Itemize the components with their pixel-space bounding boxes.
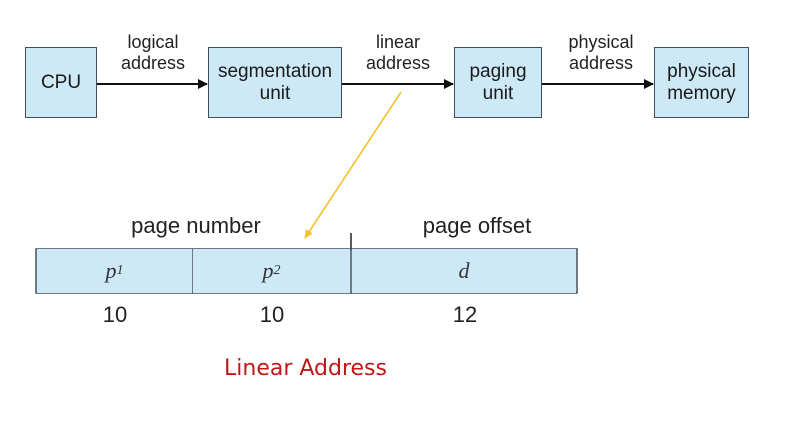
logical-address-line-1: logical xyxy=(127,32,179,52)
d-bit-width: 12 xyxy=(452,302,478,327)
segmentation-unit-box: segmentation unit xyxy=(208,47,342,118)
paging-unit-line-2: unit xyxy=(482,82,514,104)
p2-bit-width: 10 xyxy=(259,302,285,327)
page-number-header: page number xyxy=(131,213,261,238)
linear-address-line-1: linear xyxy=(375,32,421,52)
p2-subscript: 2 xyxy=(273,263,281,278)
physical-memory-box: physical memory xyxy=(654,47,749,118)
linear-address-label: linear address xyxy=(352,32,444,74)
p2-symbol: p xyxy=(262,258,274,283)
physical-address-line-1: physical xyxy=(568,32,634,52)
linear-address-caption: Linear Address xyxy=(224,356,387,381)
p1-subscript: 1 xyxy=(116,263,124,278)
logical-address-label: logical address xyxy=(108,32,198,74)
segmentation-unit-line-1: segmentation xyxy=(217,60,333,82)
segmentation-unit-label: segmentation unit xyxy=(218,61,332,105)
physical-address-line-2: address xyxy=(568,53,634,73)
p1-symbol: p xyxy=(105,258,117,283)
linear-address-line-2: address xyxy=(365,53,431,73)
p1-bit-width: 10 xyxy=(102,302,128,327)
paging-unit-line-1: paging xyxy=(469,60,527,82)
paging-unit-label: paging unit xyxy=(469,61,526,105)
physical-memory-line-1: physical xyxy=(667,60,736,82)
cpu-label: CPU xyxy=(40,71,82,93)
physical-memory-line-2: memory xyxy=(667,82,736,104)
page-offset-header: page offset xyxy=(422,213,532,238)
paging-unit-box: paging unit xyxy=(454,47,542,118)
physical-memory-label: physical memory xyxy=(667,61,736,105)
physical-address-label: physical address xyxy=(554,32,648,74)
cpu-box: CPU xyxy=(25,47,97,118)
segmentation-unit-line-2: unit xyxy=(259,82,291,104)
logical-address-line-2: address xyxy=(120,53,186,73)
d-symbol: d xyxy=(458,258,470,283)
address-field-d: d xyxy=(352,249,576,293)
